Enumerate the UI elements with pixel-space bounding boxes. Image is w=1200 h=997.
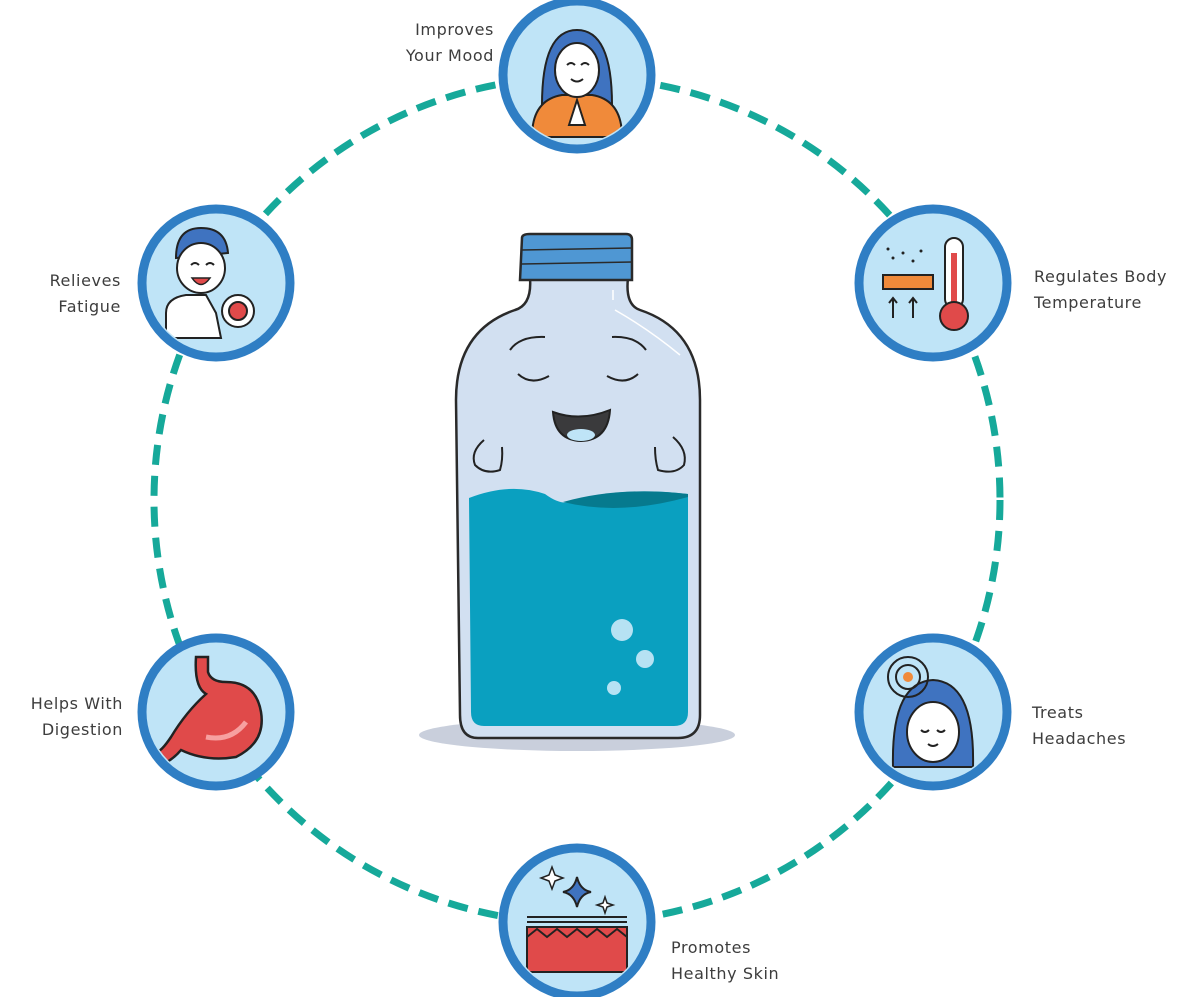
label-line: Promotes [671, 938, 752, 957]
badge-smiling-woman [498, 0, 656, 154]
label-line: Improves [415, 20, 494, 39]
label-line: Healthy Skin [671, 964, 780, 983]
badge-skin [498, 843, 656, 997]
bottle-cap [518, 232, 634, 282]
water-wave [563, 491, 688, 508]
bottle-face [472, 335, 686, 473]
badge-stomach [137, 633, 295, 791]
water [469, 488, 688, 726]
water-bottle-illustration [419, 232, 735, 751]
smiling-woman-icon [530, 28, 624, 138]
label-line: Helps With [30, 694, 123, 713]
label-line: Temperature [1034, 293, 1142, 312]
relieved-man-icon [165, 226, 255, 339]
bubble [611, 619, 633, 641]
label-line: Headaches [1032, 729, 1127, 748]
headache-icon [887, 656, 975, 768]
badge-thermometer [854, 204, 1012, 362]
label-line: Regulates Body [1034, 267, 1168, 286]
bottle-mouth [551, 408, 612, 443]
badge-relieved-man [137, 204, 295, 362]
label-line: Fatigue [58, 297, 121, 316]
thermometer-icon [882, 237, 969, 331]
bubble [607, 681, 621, 695]
skin-icon [526, 864, 628, 973]
stomach-icon [154, 655, 263, 769]
label-line: Your Mood [405, 46, 494, 65]
bubble [636, 650, 654, 668]
label-line: Digestion [41, 720, 123, 739]
label-line: Treats [1032, 703, 1084, 722]
label-line: Relieves [49, 271, 121, 290]
badge-headache [854, 633, 1012, 791]
